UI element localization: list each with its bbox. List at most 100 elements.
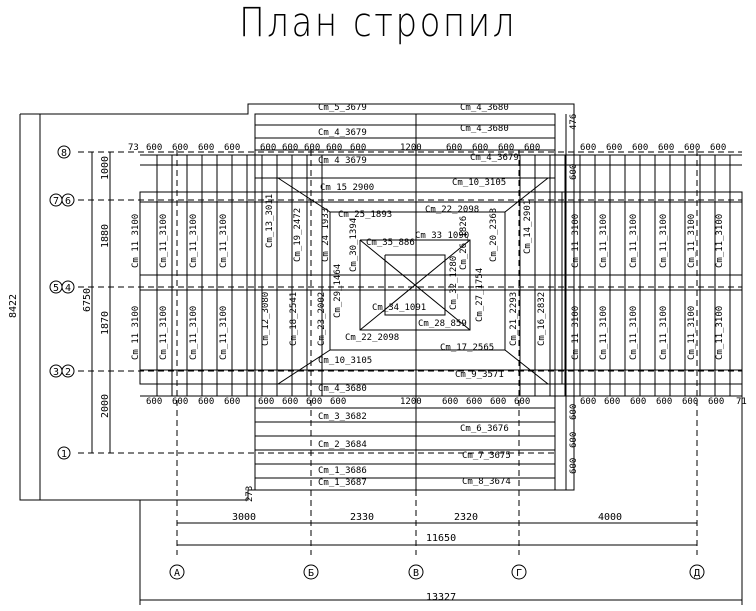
rafter-label: Cm_11_3100 bbox=[715, 306, 725, 360]
vertical-dim: 8422 bbox=[8, 294, 19, 318]
horizontal-dim: 11650 bbox=[426, 533, 456, 544]
axis-label: 4 bbox=[65, 283, 71, 294]
rafter-label: Cm_29_1464 bbox=[333, 264, 343, 318]
axis-bubble bbox=[408, 564, 424, 580]
rafter-label: Cm_4_3680 bbox=[460, 124, 509, 134]
spacing-dim: 600 bbox=[498, 143, 514, 153]
rafter-label: Cm_4_3679 bbox=[318, 128, 367, 138]
row-axis-markers: 8 7 6 5 4 3 2 1 bbox=[49, 145, 75, 460]
rafter-label: Cm_22_2098 bbox=[425, 205, 479, 215]
rafter-label: Cm_21_2293 bbox=[509, 292, 519, 346]
axis-label: В bbox=[413, 568, 419, 579]
spacing-dim: 600 bbox=[466, 397, 482, 407]
rafter-label: Cm_11_3100 bbox=[659, 214, 669, 268]
rafter-label: Cm_3_3682 bbox=[318, 412, 367, 422]
rafter-label: Cm_11_3100 bbox=[571, 214, 581, 268]
axis-bubble bbox=[61, 364, 75, 378]
rafter-label: Cm_18_2541 bbox=[289, 292, 299, 346]
spacing-dim: 1200 bbox=[400, 143, 422, 153]
axis-label: 5 bbox=[53, 283, 59, 294]
axis-label: 3 bbox=[53, 367, 59, 378]
axis-bubble bbox=[61, 193, 75, 207]
rafter-label: Cm_10_3105 bbox=[318, 356, 372, 366]
spacing-dim: 600 bbox=[330, 397, 346, 407]
spacing-dim: 600 bbox=[224, 397, 240, 407]
spacing-dim: 600 bbox=[490, 397, 506, 407]
outer-frame bbox=[19, 103, 575, 501]
rafter-label: Cm_34_1091 bbox=[372, 303, 426, 313]
rafter-label: Cm_11_3100 bbox=[659, 306, 669, 360]
rafter-label: Cm_24_1933 bbox=[321, 208, 331, 262]
axis-label: 6 bbox=[65, 196, 71, 207]
rafter-label: Cm_4_3680 bbox=[460, 103, 509, 113]
rafter-label: Cm_7_3675 bbox=[462, 451, 511, 461]
spacing-dim: 1200 bbox=[400, 397, 422, 407]
rafter-label: Cm_20_2363 bbox=[489, 208, 499, 262]
spacing-dim: 600 bbox=[282, 397, 298, 407]
rafter-label: Cm_27_1754 bbox=[475, 268, 485, 322]
rafter-label: Cm_35_886 bbox=[366, 238, 415, 248]
axis-bubble bbox=[57, 145, 71, 159]
axis-label: 7 bbox=[53, 196, 59, 207]
spacing-dim: 600 bbox=[524, 143, 540, 153]
spacing-dim: 600 bbox=[198, 143, 214, 153]
rafter-label: Cm_30_1394 bbox=[349, 218, 359, 272]
spacing-dim: 600 bbox=[172, 397, 188, 407]
spacing-dim: 600 bbox=[514, 397, 530, 407]
rafter-label: Cm_11_3100 bbox=[715, 214, 725, 268]
spacing-dim: 600 bbox=[606, 143, 622, 153]
rafter-label: Cm_11_3100 bbox=[687, 306, 697, 360]
rafter-label: Cm_19_2472 bbox=[293, 208, 303, 262]
axis-bubble bbox=[169, 564, 185, 580]
rafter-label: Cm_4_3679 bbox=[470, 153, 519, 163]
spacing-dim: 600 bbox=[146, 143, 162, 153]
spacing-dim: 600 bbox=[580, 397, 596, 407]
spacing-dim: 600 bbox=[658, 143, 674, 153]
rafter-label: Cm_32_1280 bbox=[449, 256, 459, 310]
rafter-label: Cm_11_3100 bbox=[599, 214, 609, 268]
rafter-label: Cm_15_2900 bbox=[320, 183, 374, 193]
axis-bubble bbox=[303, 564, 319, 580]
vertical-dim: 6750 bbox=[82, 288, 93, 312]
axis-label: Б bbox=[308, 568, 314, 579]
spacing-dim: 600 bbox=[306, 397, 322, 407]
plan-title: План стропил bbox=[239, 0, 517, 46]
central-block bbox=[254, 113, 556, 491]
rafter-label: Cm_4_3680 bbox=[318, 384, 367, 394]
rafter-label: Cm_16_2832 bbox=[537, 292, 547, 346]
rafter-label: Cm_1_3687 bbox=[318, 478, 367, 488]
rafter-label: Cm_5_3679 bbox=[318, 103, 367, 113]
col-axis-markers: А Б В Г Д bbox=[169, 564, 705, 580]
rafter-label: Cm_11_3100 bbox=[189, 306, 199, 360]
rafter-label: Cm_13_3011 bbox=[265, 194, 275, 248]
rafter-label: Cm_11_3100 bbox=[219, 214, 229, 268]
spacing-dim: 600 bbox=[442, 397, 458, 407]
spacing-dim: 600 bbox=[282, 143, 298, 153]
horizontal-dim: 2330 bbox=[350, 512, 374, 523]
spacing-dim: 600 bbox=[632, 143, 648, 153]
spacing-dim: 600 bbox=[472, 143, 488, 153]
spacing-dim: 600 bbox=[304, 143, 320, 153]
axis-label: Г bbox=[516, 568, 522, 579]
axis-label: А bbox=[174, 568, 180, 579]
spacing-dim: 600 bbox=[630, 397, 646, 407]
vertical-dim: 1870 bbox=[100, 311, 111, 335]
axis-bubble bbox=[689, 564, 705, 580]
rafter-label: Cm_11_3100 bbox=[629, 306, 639, 360]
spacing-dim: 600 bbox=[604, 397, 620, 407]
spacing-dim: 600 bbox=[682, 397, 698, 407]
rafter-label: Cm_11_3100 bbox=[687, 214, 697, 268]
rafter-label: Cm_8_3674 bbox=[462, 477, 511, 487]
spacing-dim: 600 bbox=[708, 397, 724, 407]
rafter-label: Cm_9_3571 bbox=[455, 370, 504, 380]
rafter-label: Cm_11_3100 bbox=[159, 214, 169, 268]
vertical-dim: 273 bbox=[245, 486, 255, 502]
horizontal-dim: 13327 bbox=[426, 592, 456, 603]
rafter-label: Cm_11_3100 bbox=[629, 214, 639, 268]
rafter-label: Cm_11_3100 bbox=[189, 214, 199, 268]
rafter-label: Cm_17_2565 bbox=[440, 343, 494, 353]
rafter-label: Cm_12_3080 bbox=[261, 292, 271, 346]
vertical-dim: 476 bbox=[569, 114, 579, 130]
vertical-dim: 600 bbox=[569, 404, 579, 420]
spacing-dim: 73 bbox=[128, 143, 139, 153]
